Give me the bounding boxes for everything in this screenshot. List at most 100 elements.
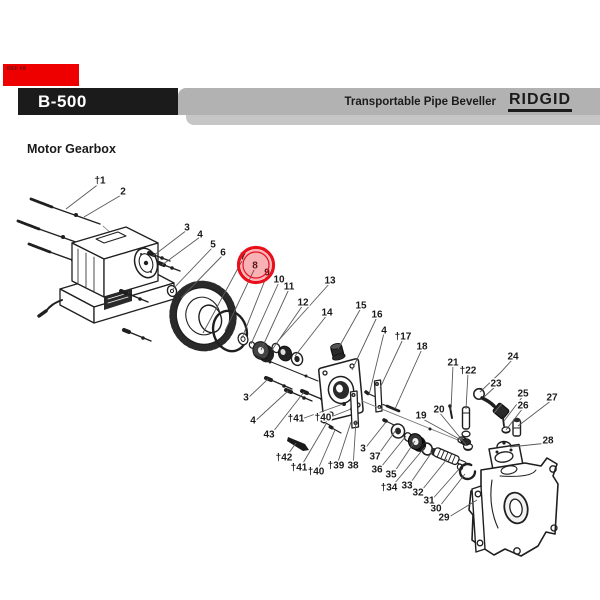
- callout-16: 16: [371, 310, 383, 321]
- leader-line-3: [245, 378, 269, 401]
- highlight-ring: [242, 251, 270, 279]
- callout-3: 3: [184, 223, 190, 234]
- leader-line-26: [505, 407, 524, 431]
- leader-line-21: [450, 364, 454, 411]
- callout-9: 9: [264, 268, 270, 279]
- leader-line-27: [517, 399, 553, 427]
- highlight-circle: [236, 245, 276, 285]
- leader-line-31: [428, 467, 461, 504]
- callout-6: 6: [220, 248, 226, 259]
- support-bars: [349, 379, 459, 441]
- leader-line-29: [443, 499, 478, 521]
- leader-line-36: [376, 435, 407, 473]
- leader-line-16: [351, 316, 378, 371]
- leader-line-22: [465, 372, 469, 410]
- callout-22: †22: [460, 366, 477, 377]
- leader-line-3: [152, 229, 188, 257]
- brand-logo: RIDGID: [508, 91, 572, 112]
- callout-24: 24: [507, 352, 519, 363]
- leader-line-1: [65, 182, 101, 210]
- leader-line-34: [388, 446, 426, 491]
- callout-41: †41: [291, 463, 308, 474]
- header-bar: Transportable Pipe Beveller RIDGID: [178, 88, 600, 115]
- callout-5: 5: [210, 240, 216, 251]
- leader-line-11: [260, 288, 290, 351]
- callout-33: 33: [401, 481, 413, 492]
- callout-13: 13: [324, 276, 336, 287]
- product-name: Transportable Pipe Beveller: [344, 95, 496, 108]
- callout-28: 28: [542, 436, 554, 447]
- leader-line-19: [420, 417, 462, 441]
- callout-29: 29: [438, 513, 450, 524]
- callout-36: 36: [371, 465, 383, 476]
- callout-42: †42: [276, 453, 293, 464]
- leader-line-4: [368, 332, 385, 396]
- leader-line-32: [417, 458, 448, 496]
- leader-line-4: [252, 390, 289, 424]
- section-title: Motor Gearbox: [27, 142, 116, 156]
- leader-line-10: [250, 281, 280, 345]
- model-plate: B-500: [18, 88, 178, 115]
- callout-32: 32: [412, 488, 424, 499]
- callout-19: 19: [415, 411, 427, 422]
- cap-nut-drawing: [330, 343, 346, 361]
- callout-23: 23: [490, 379, 502, 390]
- callout-4: 4: [197, 230, 203, 241]
- leader-line-2: [83, 193, 124, 218]
- callout-15: 15: [355, 301, 367, 312]
- leader-line-40: [315, 429, 336, 475]
- callout-30: 30: [430, 504, 442, 515]
- callout-12: 12: [297, 298, 309, 309]
- leader-line-17: [379, 338, 404, 389]
- leader-line-25: [503, 395, 524, 422]
- leader-line-6: [180, 254, 224, 299]
- leader-line-23: [483, 385, 497, 398]
- shaft-assembly-drawing: [390, 423, 477, 481]
- leader-line-30: [435, 473, 466, 512]
- header-substrip: [186, 115, 600, 125]
- leader-line-3: [362, 421, 387, 452]
- leader-line-14: [294, 314, 328, 357]
- callout-21: 21: [447, 358, 459, 369]
- callout-10: 10: [273, 275, 285, 286]
- leader-line-41: [298, 423, 327, 471]
- leader-line-33: [406, 451, 433, 489]
- callout-4: 4: [381, 326, 387, 337]
- callout-40: †40: [315, 413, 332, 424]
- model-number: B-500: [38, 91, 87, 111]
- callout-34: †34: [381, 483, 398, 494]
- leader-line-38: [352, 419, 357, 469]
- leader-line-15: [337, 307, 362, 350]
- leader-line-43: [268, 391, 305, 438]
- callout-8: 8: [252, 261, 258, 272]
- callout-39: †39: [328, 461, 345, 472]
- callout-4: 4: [250, 416, 256, 427]
- leader-line-39: [335, 421, 352, 469]
- leader-line-18: [394, 348, 423, 410]
- highlight-ring: [236, 245, 276, 285]
- callout-26: 26: [517, 401, 529, 412]
- callout-14: 14: [321, 308, 333, 319]
- callout-1: †1: [94, 176, 106, 187]
- callout-25: 25: [517, 389, 529, 400]
- callout-7: 7: [240, 252, 246, 263]
- callout-3: 3: [243, 393, 249, 404]
- callout-31: 31: [423, 496, 435, 507]
- callout-43: 43: [263, 430, 275, 441]
- callout-11: 11: [284, 282, 295, 293]
- leader-line-35: [390, 440, 416, 478]
- callout-18: 18: [416, 342, 428, 353]
- callout-3: 3: [360, 444, 366, 455]
- motor-drawing: [37, 226, 175, 324]
- leader-line-13: [277, 282, 331, 342]
- callout-35: 35: [385, 470, 397, 481]
- housing-casting-drawing: [468, 443, 559, 557]
- leader-line-37: [374, 429, 397, 460]
- o-ring-drawing: [211, 309, 249, 353]
- leader-line-4: [161, 236, 201, 266]
- leader-line-41: [295, 403, 344, 422]
- leader-line-42: [283, 442, 297, 461]
